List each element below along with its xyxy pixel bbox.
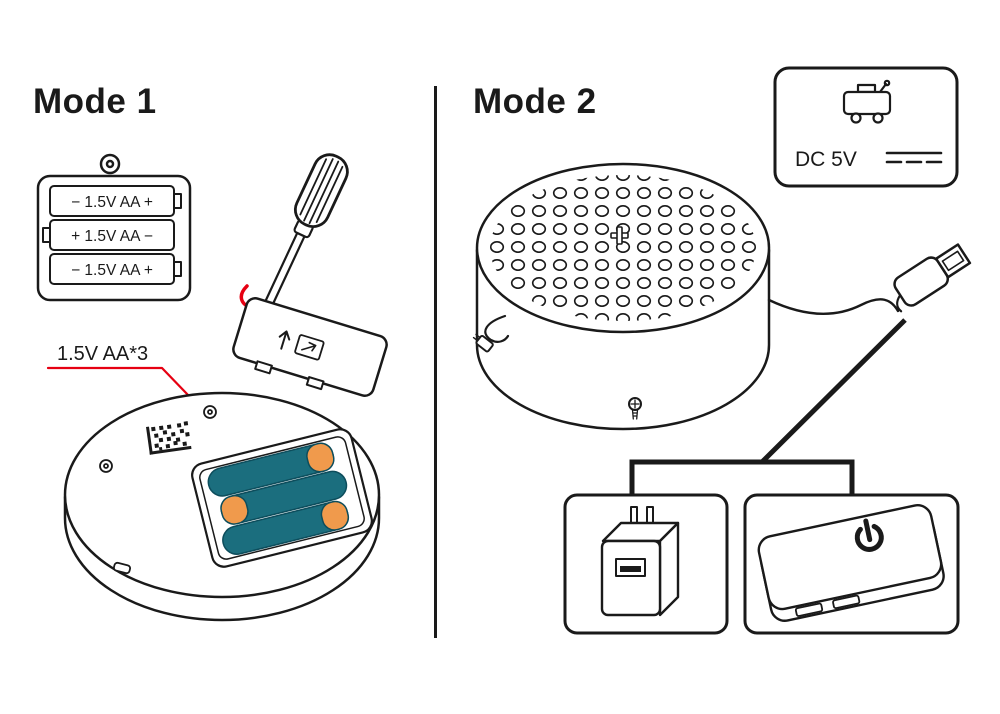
battery-compartment-icon (36, 153, 192, 302)
screw-icon (628, 397, 642, 420)
power-bank-icon (757, 504, 945, 622)
usb-plug-icon (893, 243, 972, 313)
connection-lines (629, 318, 907, 494)
axle-cross-icon (610, 226, 629, 245)
qr-code-icon (146, 421, 192, 455)
battery-slot-label-2: + 1.5V AA − (71, 228, 153, 245)
wall-adapter-icon (600, 506, 680, 617)
dc-symbol-icon (885, 151, 943, 164)
section-divider (434, 86, 437, 638)
mode1-illustration: − 1.5V AA + + 1.5V AA − − 1.5V AA + 1.5V… (36, 153, 388, 622)
battery-callout-label: 1.5V AA*3 (57, 343, 148, 365)
wall-adapter-box (563, 493, 729, 635)
device-top-icon (475, 162, 771, 431)
dc-power-label: DC 5V (795, 148, 857, 171)
mode2-title: Mode 2 (473, 82, 597, 121)
mode1-title: Mode 1 (33, 82, 157, 121)
aux-cable-icon (472, 314, 510, 353)
dc-spec-box (773, 66, 959, 188)
mode2-illustration: DC 5V (472, 66, 972, 635)
power-symbol-icon (854, 518, 884, 552)
battery-slot-label-1: − 1.5V AA + (71, 194, 153, 211)
battery-slot-label-3: − 1.5V AA + (71, 262, 153, 279)
power-bank-box (743, 493, 960, 635)
toy-device-icon (842, 79, 892, 124)
aa-batteries-icon (207, 442, 350, 555)
device-bottom-icon (63, 391, 381, 622)
usb-cable (767, 298, 900, 315)
port-notch-icon (113, 561, 131, 575)
battery-cover-icon (232, 296, 388, 398)
